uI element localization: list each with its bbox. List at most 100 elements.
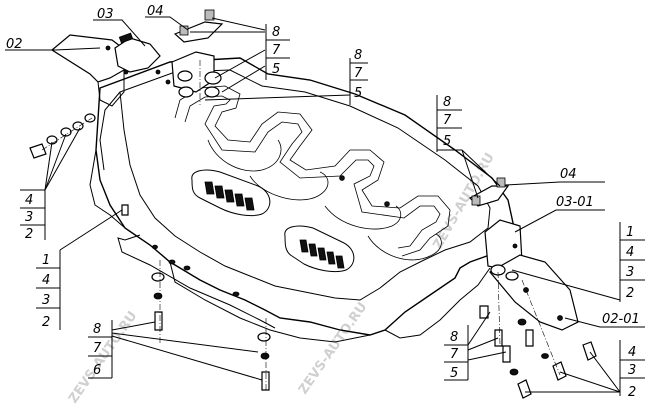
bolt [517, 379, 532, 399]
hole [152, 244, 158, 250]
hole [512, 243, 518, 249]
vent-slot [234, 193, 245, 207]
bottom-left-fasteners [151, 272, 271, 391]
plate-front-lip [89, 149, 126, 229]
stack-top-mid: 8 7 5 [349, 48, 368, 105]
vent-slot [317, 247, 327, 261]
stack-right: 1 4 3 2 [619, 222, 645, 302]
washer [60, 127, 72, 137]
leader-4 [44, 127, 81, 191]
bolt [154, 311, 163, 331]
leader-7b [111, 332, 259, 353]
serpentine-ribs [174, 85, 451, 261]
rib-loop-a [207, 139, 282, 172]
leader-5 [221, 65, 266, 93]
bolt [479, 305, 489, 319]
leader-5d [467, 351, 507, 361]
bolt-head [496, 177, 506, 188]
stack-item: 3 [626, 265, 634, 280]
rivet [384, 201, 390, 207]
washer [257, 332, 271, 342]
vent-slot [214, 185, 225, 199]
axis-line [497, 271, 501, 346]
leader-7 [214, 49, 266, 79]
plate-outline [95, 57, 516, 336]
hole [168, 259, 176, 265]
stack-item: 4 [628, 345, 636, 360]
stack-item: 8 [443, 95, 451, 110]
right-fasteners [479, 305, 597, 399]
leader-4 [44, 133, 67, 191]
hole [105, 45, 111, 51]
hole [557, 315, 563, 321]
bolt [261, 371, 270, 391]
rivet [339, 175, 345, 181]
stack-item: 2 [628, 385, 636, 400]
washer [204, 86, 220, 98]
washer [204, 71, 222, 85]
left-fasteners [29, 113, 129, 216]
stack-item: 1 [42, 253, 50, 268]
rib-outer [174, 85, 451, 257]
stack-item: 4 [25, 193, 33, 208]
stack-item: 7 [272, 43, 281, 58]
stack-item: 6 [93, 363, 101, 378]
washer [505, 271, 519, 281]
bolt-head [179, 25, 189, 36]
alignment-lines [41, 60, 561, 392]
nut [517, 318, 527, 326]
leader-6 [111, 335, 263, 381]
leader-5b [204, 94, 351, 101]
stack-item: 7 [450, 347, 459, 362]
stack-item: 8 [354, 48, 362, 63]
hole [232, 291, 240, 297]
hole [155, 69, 161, 75]
stack-item: 8 [272, 25, 280, 40]
stack-item: 5 [450, 366, 458, 381]
lip-holes [152, 244, 240, 297]
plate-front-fold [99, 91, 121, 171]
leader-8b [111, 321, 156, 331]
stack-item: 2 [25, 227, 33, 242]
bolt [121, 204, 129, 216]
stack-item: 5 [354, 86, 362, 101]
plate-rear-edge [384, 267, 491, 339]
axis-line [521, 279, 561, 376]
stack-item: 7 [354, 66, 363, 81]
vent-slot [326, 251, 336, 265]
callout-labels: 02 03 04 8 7 5 8 7 5 8 7 [6, 4, 645, 400]
vent-slot [335, 255, 345, 269]
leader-7d [467, 337, 499, 351]
rib-inner [184, 95, 441, 249]
nut [153, 292, 163, 300]
nut [260, 352, 270, 360]
washer [84, 113, 96, 123]
stack-item: 3 [628, 363, 636, 378]
bolt-head [471, 195, 481, 206]
mount-bracket [171, 51, 215, 93]
vent-frame [284, 225, 355, 273]
bolt [29, 143, 47, 159]
stack-item: 8 [450, 330, 458, 345]
stack-item: 3 [25, 210, 33, 225]
mount-04-right [469, 177, 510, 207]
vent-slot [224, 189, 235, 203]
leader-2r [559, 371, 621, 393]
leader-02 [5, 47, 101, 51]
stack-far-right: 4 3 2 [619, 340, 645, 400]
bolt [502, 345, 511, 363]
bracket-03-body [114, 37, 161, 73]
plate-lower-edge [117, 234, 276, 329]
leader-03 [93, 19, 146, 47]
axis-line [41, 117, 93, 151]
washer [177, 70, 193, 82]
bolt-head [204, 9, 215, 21]
vent-frame [191, 169, 271, 217]
hole [183, 265, 191, 271]
leader-8 [211, 17, 266, 31]
rib-loop-d [367, 233, 442, 261]
leader-8d [467, 311, 491, 346]
label-03: 03 [97, 7, 114, 22]
stack-item: 3 [42, 293, 50, 308]
